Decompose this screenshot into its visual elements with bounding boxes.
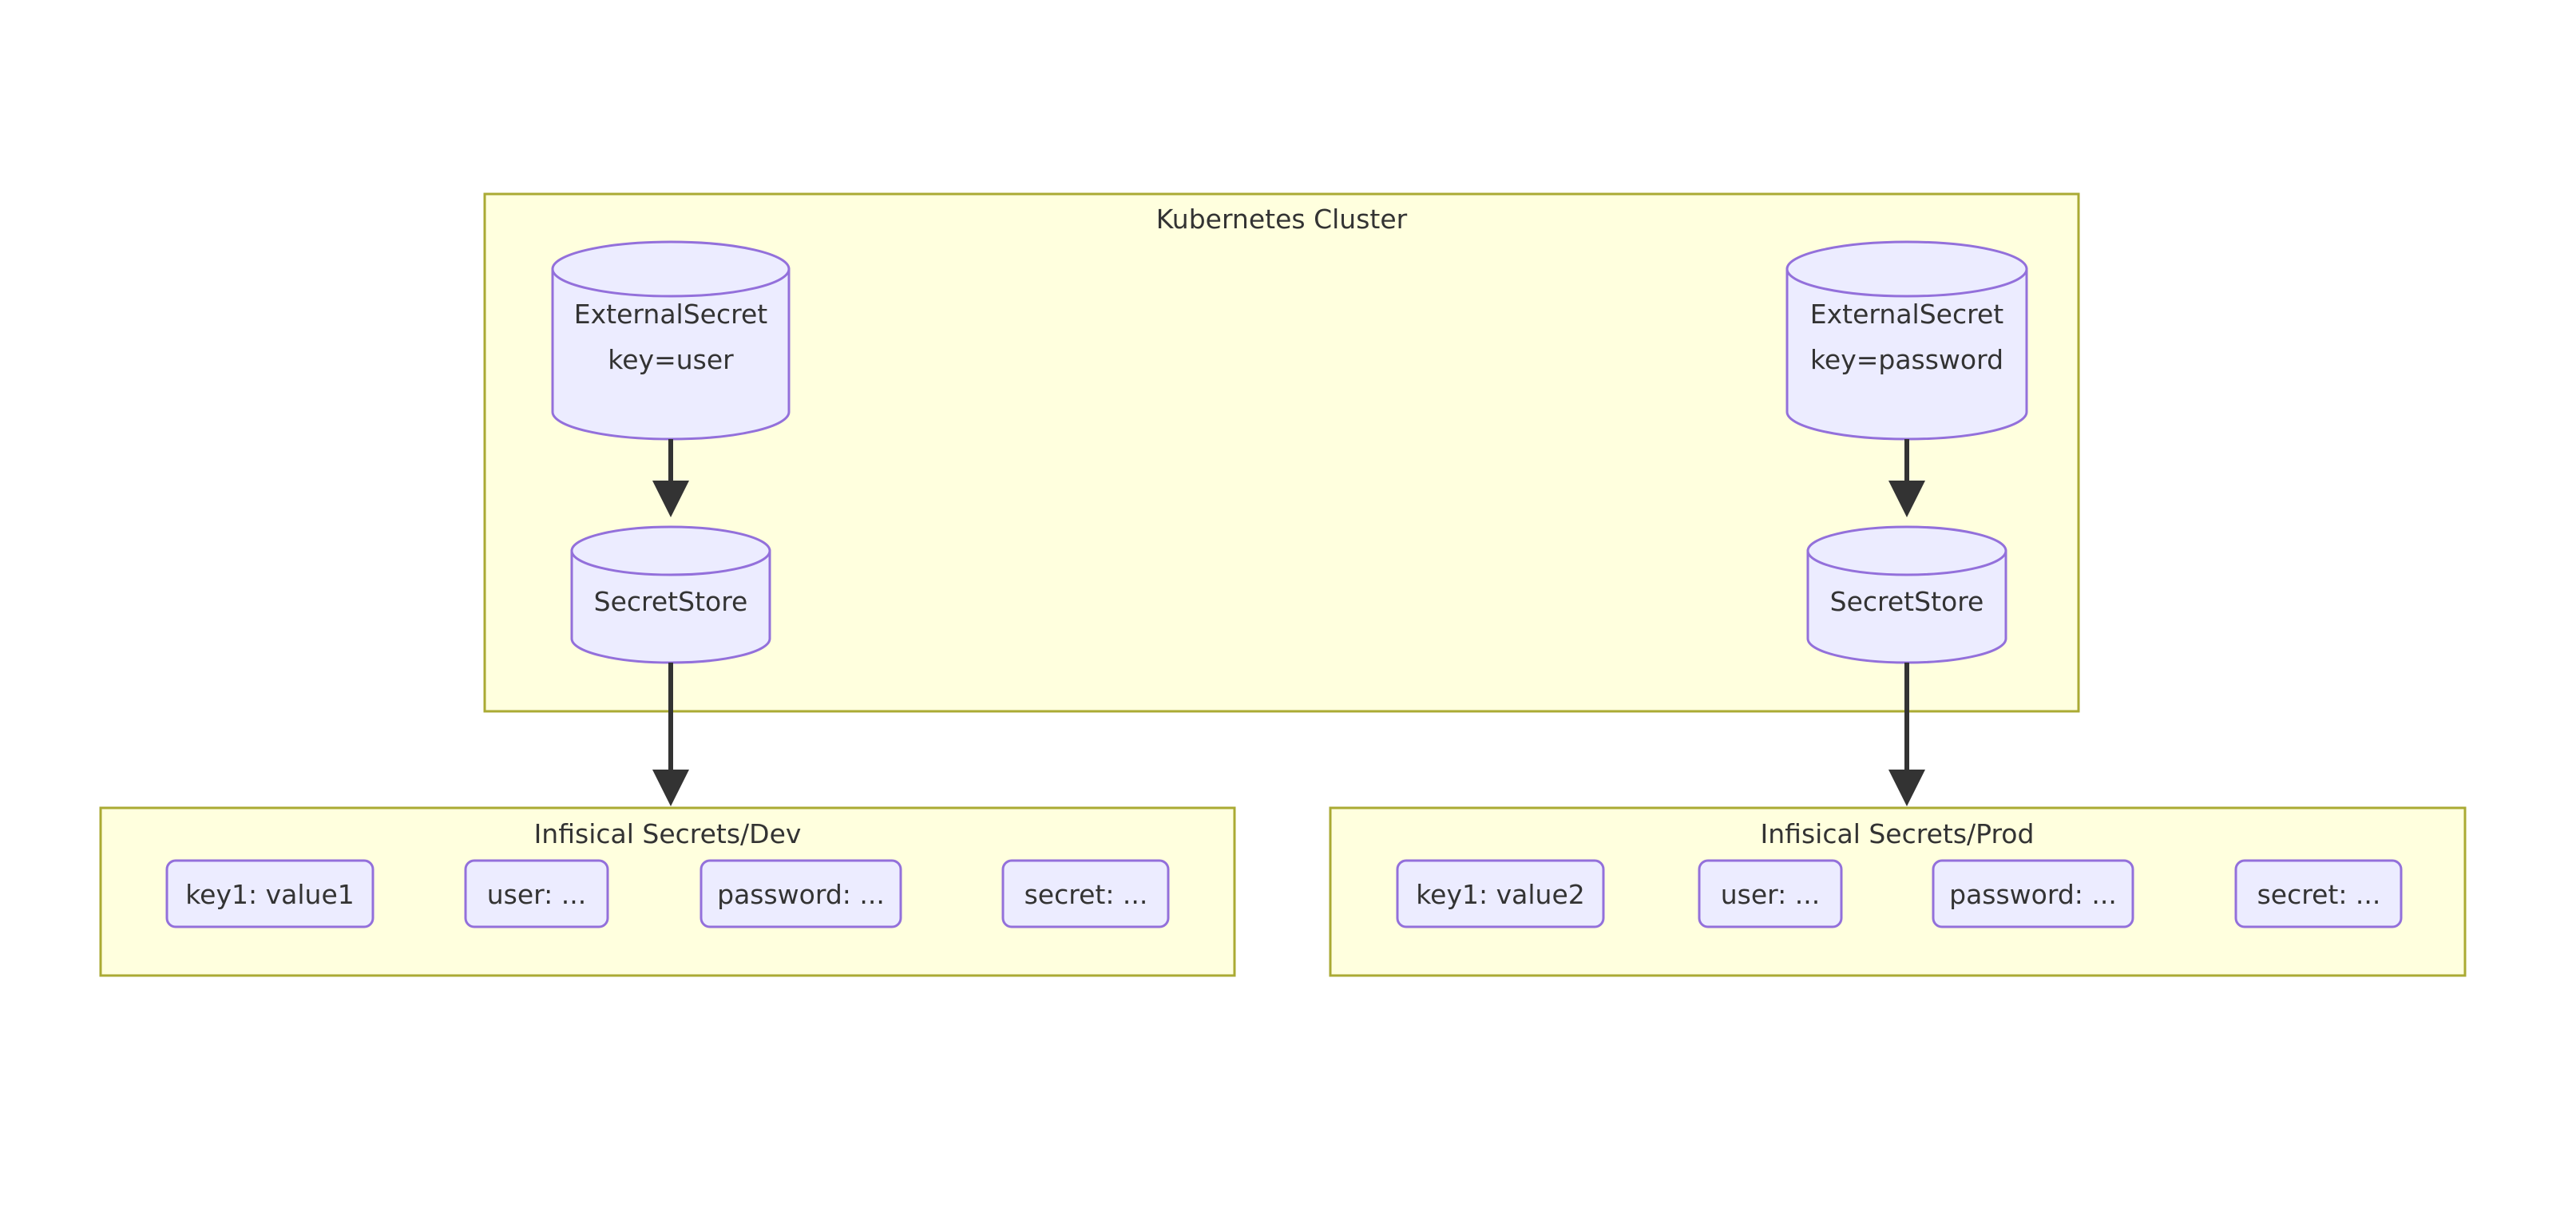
node-external-secret-user[interactable]: ExternalSecret key=user [551,240,791,441]
prod-secret-node-2[interactable]: password: ... [1932,859,2134,928]
prod-secret-box-0 [1396,859,1605,928]
prod-secret-node-0[interactable]: key1: value2 [1396,859,1605,928]
external-secret-user-cylinder-top [551,240,791,298]
external-secret-user-label-line1: ExternalSecret [574,299,767,330]
dev-secret-node-2[interactable]: password: ... [699,859,902,928]
prod-secret-box-2 [1932,859,2134,928]
dev-secret-label-0: key1: value1 [185,879,355,910]
cluster-kubernetes-title: Kubernetes Cluster [1156,204,1408,235]
prod-secret-label-3: secret: ... [2257,879,2381,910]
cluster-dev-title: Infisical Secrets/Dev [534,818,802,849]
secret-store-prod-cylinder-top [1806,525,2007,576]
prod-secret-node-3[interactable]: secret: ... [2234,859,2403,928]
external-secret-password-label-line2: key=password [1810,344,2003,375]
dev-secret-box-3 [1001,859,1170,928]
prod-secret-box-1 [1698,859,1843,928]
edge-external-secret-user-to-secret-store-dev [652,439,689,517]
dev-secret-node-1[interactable]: user: ... [464,859,609,928]
dev-secret-label-1: user: ... [487,879,586,910]
dev-secret-label-3: secret: ... [1024,879,1148,910]
dev-secret-node-3[interactable]: secret: ... [1001,859,1170,928]
edge-arrowhead-1 [652,481,689,517]
prod-secret-label-0: key1: value2 [1416,879,1585,910]
external-secret-user-cylinder-body [551,267,791,441]
external-secret-password-label-line1: ExternalSecret [1810,299,2003,330]
edge-secret-store-dev-to-cluster-dev [652,663,689,806]
edge-arrowhead-4 [1888,770,1925,806]
secret-store-dev-label: SecretStore [594,586,748,617]
edge-arrowhead-3 [1888,481,1925,517]
edge-secret-store-prod-to-cluster-prod [1888,663,1925,806]
prod-secret-label-1: user: ... [1721,879,1820,910]
node-external-secret-password[interactable]: ExternalSecret key=password [1785,240,2028,441]
dev-secret-box-2 [699,859,902,928]
edge-external-secret-password-to-secret-store-prod [1888,439,1925,517]
secret-store-dev-cylinder-top [570,525,771,576]
node-secret-store-dev[interactable]: SecretStore [570,525,771,664]
prod-secret-box-3 [2234,859,2403,928]
dev-secret-label-2: password: ... [717,879,885,910]
external-secret-password-cylinder-top [1785,240,2028,298]
node-secret-store-prod[interactable]: SecretStore [1806,525,2007,664]
secret-store-prod-label: SecretStore [1830,586,1984,617]
external-secret-user-label-line2: key=user [608,344,734,375]
prod-secret-label-2: password: ... [1949,879,2117,910]
dev-secret-node-0[interactable]: key1: value1 [165,859,375,928]
dev-secret-box-0 [165,859,375,928]
prod-secret-node-1[interactable]: user: ... [1698,859,1843,928]
cluster-prod-title: Infisical Secrets/Prod [1761,818,2035,849]
edge-arrowhead-2 [652,770,689,806]
secret-store-prod-cylinder-body [1806,549,2007,664]
dev-secret-box-1 [464,859,609,928]
external-secret-password-cylinder-body [1785,267,2028,441]
secret-store-dev-cylinder-body [570,549,771,664]
